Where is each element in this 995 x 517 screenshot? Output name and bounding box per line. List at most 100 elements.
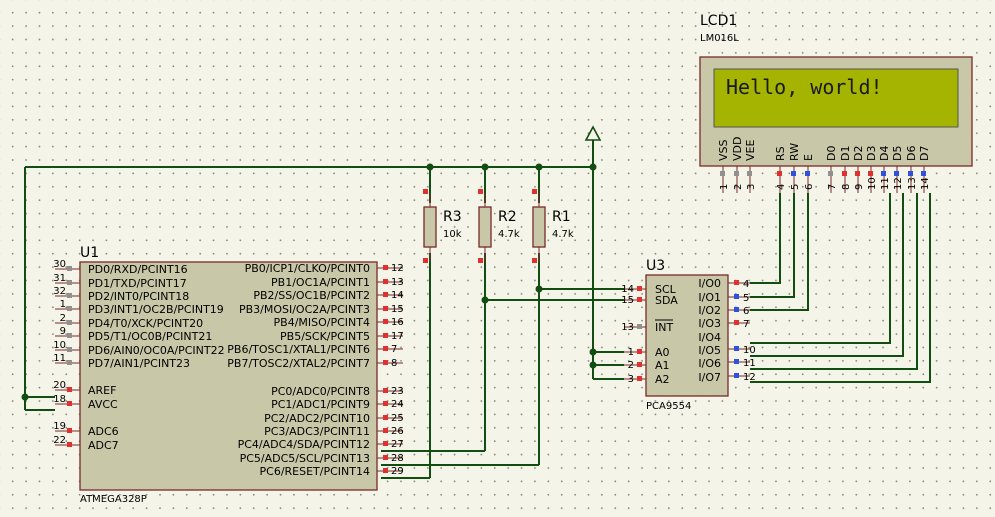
pin-marker: [383, 265, 388, 270]
u1-pin-name: PC0/ADC0/PCINT8: [271, 385, 370, 398]
u1-pin-name: PB2/SS/OC1B/PCINT2: [253, 289, 370, 302]
pin-marker: [478, 189, 483, 194]
u3-pin-name: I/O7: [698, 371, 721, 384]
lcd-ref: LCD1: [700, 13, 737, 29]
pin-marker: [734, 307, 739, 312]
u1-pin-number: 29: [391, 466, 404, 477]
pin-marker: [734, 359, 739, 364]
u3-pin-name: SCL: [655, 283, 677, 296]
lcd-pin-number: 7: [827, 184, 838, 190]
lcd-pin-number: 11: [880, 177, 891, 190]
pin-marker: [894, 171, 899, 176]
u1-pin-name: PD2/INT0/PCINT18: [88, 290, 189, 303]
u1-pin-name: AVCC: [88, 398, 118, 411]
lcd-pin-name: RW: [788, 143, 801, 161]
pin-marker: [67, 306, 72, 311]
u1-pin-number: 18: [53, 394, 66, 405]
resistor-r1[interactable]: R14.7k: [532, 189, 574, 263]
resistor-value: 10k: [443, 229, 462, 240]
u1-pin-number: 2: [60, 313, 66, 324]
u3-pin-number: 15: [621, 295, 634, 306]
pin-marker: [637, 324, 642, 329]
lcd1-lm016l[interactable]: LCD1 LM016L Hello, world! 1VSS2VDD3VEE4R…: [699, 13, 973, 193]
u1-pin-name: PB5/SCK/PCINT5: [280, 330, 370, 343]
u1-pin-number: 8: [391, 358, 397, 369]
u3-pin-number: 6: [743, 306, 749, 317]
u1-pin-number: 20: [53, 380, 66, 391]
pin-marker: [637, 349, 642, 354]
u3-pin-name: A2: [655, 373, 670, 386]
pin-marker: [383, 468, 388, 473]
u3-pin-name: I/O6: [698, 357, 721, 370]
pin-marker: [734, 171, 739, 176]
u1-pin-number: 9: [60, 326, 66, 337]
u1-pin-number: 15: [391, 304, 404, 315]
lcd-pin-number: 8: [841, 184, 852, 190]
pin-marker: [67, 442, 72, 447]
u1-pin-number: 10: [53, 340, 66, 351]
pin-marker: [805, 171, 810, 176]
u3-pin-name: I/O4: [698, 331, 721, 344]
lcd-pin-name: RS: [774, 146, 787, 161]
u3-pin-name: INT: [655, 321, 673, 334]
u1-pin-number: 30: [53, 259, 66, 270]
pin-marker: [734, 280, 739, 285]
lcd-pin-number: 14: [920, 177, 931, 190]
pin-marker: [881, 171, 886, 176]
pin-marker: [67, 293, 72, 298]
pin-marker: [67, 360, 72, 365]
u3-pin-number: 10: [743, 345, 756, 356]
u3-pin-number: 7: [743, 319, 749, 330]
resistor-r2[interactable]: R2 4.7k: [478, 189, 520, 263]
u1-pin-number: 11: [53, 353, 66, 364]
u1-pin-name: AREF: [88, 384, 116, 397]
u1-pin-name: PB7/TOSC2/XTAL2/PCINT7: [227, 357, 370, 370]
lcd-pin-name: D2: [852, 146, 865, 161]
lcd-pin-name: D5: [891, 146, 904, 161]
pin-marker: [637, 362, 642, 367]
pin-marker: [383, 279, 388, 284]
u1-pin-name: PC6/RESET/PCINT14: [260, 465, 370, 478]
pin-marker: [478, 258, 483, 263]
pin-marker: [67, 401, 72, 406]
pin-marker: [734, 294, 739, 299]
u1-pin-name: ADC7: [88, 439, 119, 452]
wires: [24, 140, 931, 479]
u1-pin-number: 14: [391, 290, 404, 301]
lcd-pin-number: 1: [719, 184, 730, 190]
pin-marker: [383, 346, 388, 351]
u1-pin-number: 17: [391, 331, 404, 342]
u1-ref: U1: [80, 245, 99, 261]
pin-marker: [868, 171, 873, 176]
u3-pin-number: 11: [743, 358, 756, 369]
power-terminal-icon: [584, 125, 602, 141]
pin-marker: [67, 387, 72, 392]
pin-marker: [67, 280, 72, 285]
pin-marker: [921, 171, 926, 176]
u1-pin-name: PC2/ADC2/PCINT10: [264, 412, 370, 425]
resistor-ref: R2: [498, 209, 517, 225]
lcd-screen: [713, 68, 959, 128]
lcd-pin-number: 9: [854, 184, 865, 190]
pin-marker: [734, 346, 739, 351]
u1-pin-number: 26: [391, 426, 404, 437]
u1-pin-name: PC4/ADC4/SDA/PCINT12: [238, 438, 370, 451]
pin-marker: [720, 171, 725, 176]
u3-pin-number: 4: [743, 279, 749, 290]
u3-pin-number: 13: [621, 322, 634, 333]
lcd-pin-number: 6: [804, 184, 815, 190]
pin-marker: [383, 360, 388, 365]
pin-marker: [828, 171, 833, 176]
u1-pin-number: 13: [391, 277, 404, 288]
pin-marker: [842, 171, 847, 176]
resistor-value: 4.7k: [498, 229, 520, 240]
u1-pin-name: PD5/T1/OC0B/PCINT21: [88, 330, 212, 343]
u3-pin-number: 2: [628, 360, 634, 371]
u1-pin-number: 25: [391, 413, 404, 424]
pin-marker: [383, 306, 388, 311]
u3-pin-name: I/O3: [698, 317, 721, 330]
pin-marker: [67, 428, 72, 433]
